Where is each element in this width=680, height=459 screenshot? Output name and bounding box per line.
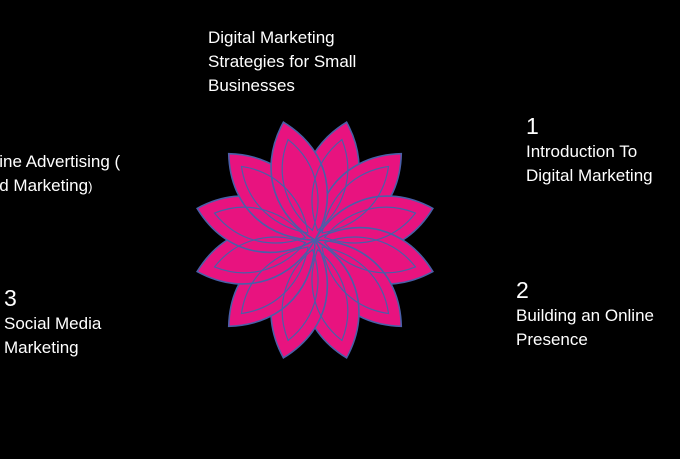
flower-icon [196,121,434,359]
step-2-line-2: Presence [516,330,588,349]
step-3-label: 3 Social Media Marketing [4,284,101,360]
step-4-line-2-main: aid Marketing [0,176,89,195]
step-1-line-2: Digital Marketing [526,166,653,185]
step-1-line-1: Introduction To [526,142,638,161]
petal-group [196,121,434,359]
step-2-number: 2 [516,277,529,303]
step-3-line-1: Social Media [4,314,102,333]
title-line-2: Strategies for Small [208,52,357,71]
step-2-line-1: Building an Online [516,306,654,325]
petal [270,121,329,242]
diagram-title: Digital Marketing Strategies for Small B… [208,26,356,98]
step-4-line-2-tail: ) [88,179,93,194]
title-line-1: Digital Marketing [208,28,335,47]
petal-inner-outline [323,236,417,274]
petal-inner-outline [323,206,417,244]
petal-inner-outline [311,138,349,232]
step-3-number: 3 [4,285,17,311]
petal-inner-outline [281,138,319,232]
petal-inner-outline [240,165,309,234]
title-line-3: Businesses [208,76,295,95]
petal-inner-outline [311,248,349,342]
step-1-label: 1 Introduction To Digital Marketing [526,112,653,188]
petal-inner-outline [321,246,390,315]
step-3-line-2: Marketing [4,338,79,357]
petal-inner-outline [321,165,390,234]
petal-inner-outline [213,236,307,274]
petal-inner-outline [213,206,307,244]
step-4-partial-label: nline Advertising ( aid Marketing) [0,150,120,199]
step-4-line-2: aid Marketing) [0,174,120,199]
step-4-line-1: nline Advertising ( [0,152,121,171]
step-1-number: 1 [526,113,539,139]
petal-inner-outline [240,246,309,315]
petal-inner-outline [281,248,319,342]
step-2-label: 2 Building an Online Presence [516,276,654,352]
